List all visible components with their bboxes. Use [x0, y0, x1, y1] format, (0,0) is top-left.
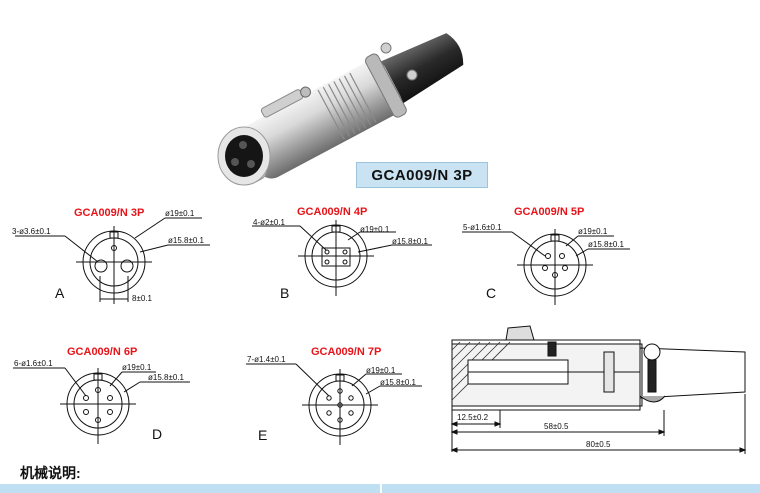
drawing-c-letter: C — [486, 285, 497, 301]
drawing-c-title: GCA009/N 5P — [514, 206, 585, 218]
drawing-e-dim-inner: ø15.8±0.1 — [380, 378, 416, 387]
drawing-b-dim-outer: ø19±0.1 — [360, 225, 390, 234]
drawing-d-dim-holes: 6-ø1.6±0.1 — [14, 359, 53, 368]
drawing-b-title: GCA009/N 4P — [297, 206, 368, 218]
drawing-b-letter: B — [280, 285, 290, 301]
drawing-e-letter: E — [258, 427, 268, 443]
drawing-c-dim-inner: ø15.8±0.1 — [588, 240, 624, 249]
drawing-a-dim-outer: ø19±0.1 — [165, 209, 195, 218]
side-dim-mid: 58±0.5 — [544, 422, 569, 431]
section-title: 机械说明: — [20, 465, 81, 481]
drawing-e-dim-outer: ø19±0.1 — [366, 366, 396, 375]
model-label: GCA009/N 3P — [356, 162, 488, 188]
drawing-c-dim-holes: 5-ø1.6±0.1 — [463, 223, 502, 232]
drawing-d-dim-outer: ø19±0.1 — [122, 363, 152, 372]
drawing-e-dim-holes: 7-ø1.4±0.1 — [247, 355, 286, 364]
table-header-divider — [380, 484, 382, 493]
drawing-e-figure — [246, 363, 422, 445]
drawing-b-figure — [252, 220, 432, 296]
drawing-a-figure — [15, 217, 210, 304]
drawing-e-title: GCA009/N 7P — [311, 346, 382, 358]
drawing-a-dim-holes: 3-ø3.6±0.1 — [12, 227, 51, 236]
drawing-d-dim-inner: ø15.8±0.1 — [148, 373, 184, 382]
drawing-d-title: GCA009/N 6P — [67, 346, 138, 358]
drawing-d-figure — [13, 367, 190, 444]
drawing-b-dim-holes: 4-ø2±0.1 — [253, 218, 285, 227]
drawing-a-dim-spacing: 8±0.1 — [132, 294, 152, 303]
drawing-c-figure — [462, 229, 630, 305]
drawing-a-title: GCA009/N 3P — [74, 207, 145, 219]
drawing-a-dim-inner: ø15.8±0.1 — [168, 236, 204, 245]
drawing-a-letter: A — [55, 285, 65, 301]
drawing-c-dim-outer: ø19±0.1 — [578, 227, 608, 236]
side-dim-short: 12.5±0.2 — [457, 413, 489, 422]
drawing-b-dim-inner: ø15.8±0.1 — [392, 237, 428, 246]
drawing-d-letter: D — [152, 426, 163, 442]
side-dim-total: 80±0.5 — [586, 440, 611, 449]
